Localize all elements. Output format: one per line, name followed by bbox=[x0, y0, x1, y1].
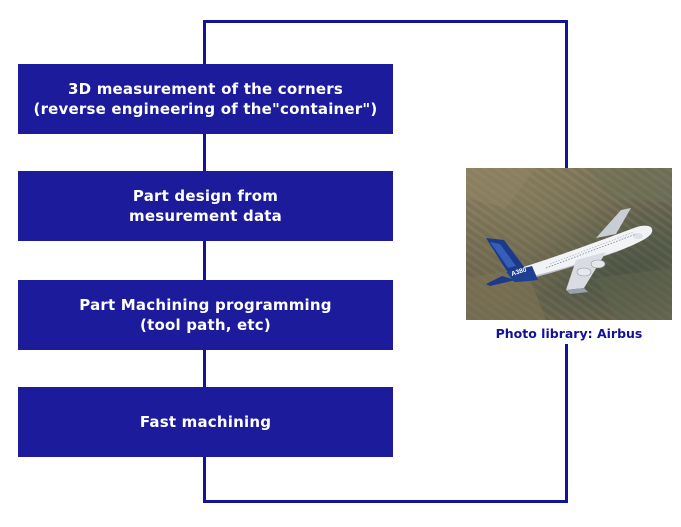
photo-caption: Photo library: Airbus bbox=[495, 326, 643, 341]
step-part-design-line1: Part design from bbox=[132, 187, 279, 205]
connector-step3-step4 bbox=[203, 350, 206, 388]
aircraft-photo: A380 bbox=[466, 168, 672, 320]
step-3d-measurement: 3D measurement of the corners (reverse e… bbox=[18, 64, 393, 134]
connector-right-lower bbox=[565, 344, 568, 503]
fuselage-marking: A380 bbox=[510, 266, 527, 278]
connector-top-vertical bbox=[203, 20, 206, 66]
connector-step1-step2 bbox=[203, 134, 206, 172]
aircraft-illustration: A380 bbox=[466, 168, 672, 320]
step-fast-machining: Fast machining bbox=[18, 387, 393, 457]
connector-top-horizontal bbox=[203, 20, 568, 23]
connector-right-upper bbox=[565, 20, 568, 168]
step-machining-programming-line2: (tool path, etc) bbox=[140, 316, 271, 334]
step-part-design-line2: mesurement data bbox=[128, 207, 282, 225]
connector-bottom-vertical bbox=[203, 456, 206, 503]
step-machining-programming: Part Machining programming (tool path, e… bbox=[18, 280, 393, 350]
step-fast-machining-line1: Fast machining bbox=[139, 413, 272, 431]
connector-step2-step3 bbox=[203, 241, 206, 281]
step-3d-measurement-line1: 3D measurement of the corners bbox=[68, 80, 343, 98]
step-3d-measurement-line2: (reverse engineering of the"container") bbox=[33, 100, 378, 118]
connector-bottom-horizontal bbox=[203, 500, 568, 503]
step-part-design: Part design from mesurement data bbox=[18, 171, 393, 241]
step-machining-programming-line1: Part Machining programming bbox=[79, 296, 332, 314]
